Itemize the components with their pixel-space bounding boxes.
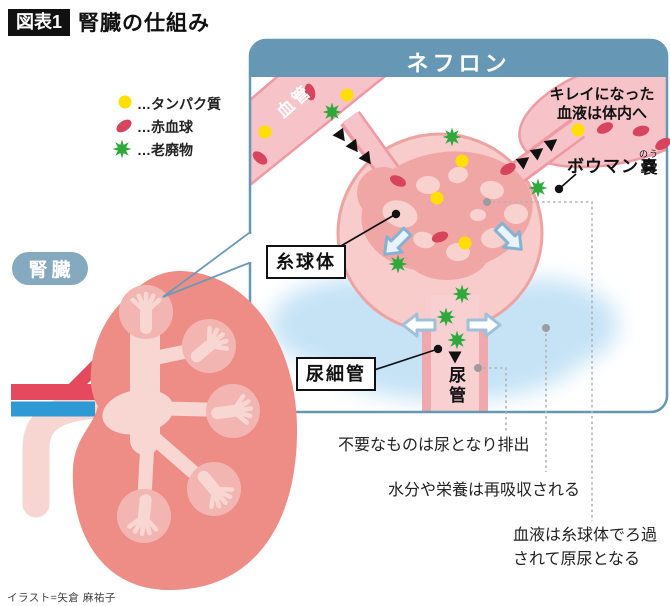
waste-star-icon <box>447 330 467 350</box>
kidney-label-badge: 腎臓 <box>12 252 88 285</box>
legend-label-rbc: …赤血球 <box>137 119 193 135</box>
panel-border <box>248 38 669 414</box>
leader-dot <box>542 324 550 332</box>
figure-header: 図表1 腎臓の仕組み <box>8 7 210 37</box>
flow-triangle-icon <box>543 139 558 152</box>
flow-triangle-icon <box>358 150 371 165</box>
flow-triangle-icon <box>345 138 358 153</box>
waste-star-icon <box>528 178 548 198</box>
flow-triangle-icon <box>529 148 544 161</box>
annotation-filtration-line2: されて原尿となる <box>513 551 641 568</box>
flow-triangle-icon <box>515 157 530 170</box>
kidney-body <box>72 270 298 591</box>
clean-blood-line1: キレイになった <box>549 86 655 103</box>
ureter-duct-label: 尿管 <box>446 366 465 406</box>
protein-dot-icon <box>455 154 469 168</box>
illustrator-credit: イラスト=矢倉 麻祐子 <box>7 592 116 604</box>
dotted-leader-line <box>487 201 593 521</box>
protein-dot-icon <box>340 88 354 102</box>
red-blood-cell-icon <box>252 151 268 165</box>
annotation-filtration: 血液は糸球体でろ過 されて原尿となる <box>513 524 657 572</box>
red-blood-cell-icon <box>390 175 406 187</box>
waste-star-icon <box>436 307 456 327</box>
waste-star-icon <box>112 139 132 159</box>
glomerulus-label-box: 糸球体 <box>266 245 346 279</box>
waste-star-icon <box>388 254 408 274</box>
label-pointer-line <box>367 348 439 373</box>
flow-triangle-icon <box>448 351 462 364</box>
legend-label-waste: …老廃物 <box>137 142 193 158</box>
clean-blood-line2: 血液は体内へ <box>556 105 647 122</box>
tubule-label-box: 尿細管 <box>296 357 376 391</box>
border-gap <box>246 234 254 262</box>
zoom-callout-lines <box>162 232 250 298</box>
legend-label-protein: …タンパク質 <box>137 96 221 112</box>
clean-blood-caption: キレイになった 血液は体内へ <box>536 85 668 123</box>
label-pointer-dot <box>554 184 564 194</box>
bowman-furigana: のう <box>639 149 660 159</box>
red-blood-cell-icon <box>304 83 316 101</box>
protein-dot-icon <box>118 95 132 109</box>
waste-star-icon <box>452 284 472 304</box>
label-pointer-dot <box>433 344 443 354</box>
flow-arrow-icon <box>401 312 437 338</box>
protein-dot-icon <box>571 123 585 137</box>
annotation-reabsorption: 水分や栄養は再吸収される <box>388 482 581 499</box>
figure-number-badge: 図表1 <box>8 8 71 36</box>
annotation-filtration-line1: 血液は糸球体でろ過 <box>513 527 658 544</box>
flow-arrow-icon <box>383 226 413 256</box>
protein-dot-icon <box>258 125 272 139</box>
annotation-excretion: 不要なものは尿となり排出 <box>338 437 530 454</box>
flow-arrow-icon <box>466 312 502 338</box>
protein-dot-icon <box>458 236 472 250</box>
leader-dot <box>474 364 482 372</box>
red-blood-cell-icon <box>597 122 613 134</box>
bowman-last-char: 嚢 <box>640 158 658 177</box>
bowman-label-text: ボウマン <box>567 157 639 176</box>
nephron-panel-title: ネフロン <box>406 51 511 76</box>
dotted-leader-line <box>478 367 507 432</box>
red-blood-cell-icon <box>655 137 670 151</box>
flow-triangle-icon <box>332 127 345 142</box>
diagram-decorations <box>112 83 670 521</box>
renal-artery <box>11 356 106 400</box>
red-blood-cell-icon <box>500 162 516 176</box>
protein-dot-icon <box>430 191 444 205</box>
calyx-papillae <box>127 291 254 537</box>
red-blood-cell-icon <box>116 119 132 133</box>
red-blood-cell-icon <box>632 125 650 137</box>
figure-title: 腎臓の仕組み <box>78 12 211 35</box>
label-pointer-dot <box>391 209 401 219</box>
kidney-illustration <box>11 270 298 591</box>
panel-header-bar <box>250 40 667 77</box>
red-blood-cell-icon <box>431 231 449 243</box>
flow-arrow-icon <box>493 221 523 251</box>
leader-dot <box>483 198 491 206</box>
label-pointer-line <box>333 213 397 251</box>
glomerulus-texture <box>382 166 528 261</box>
waste-star-icon <box>322 102 342 122</box>
bowman-capsule-label: ボウマン のう 嚢 <box>567 150 659 177</box>
waste-star-icon <box>442 127 462 147</box>
